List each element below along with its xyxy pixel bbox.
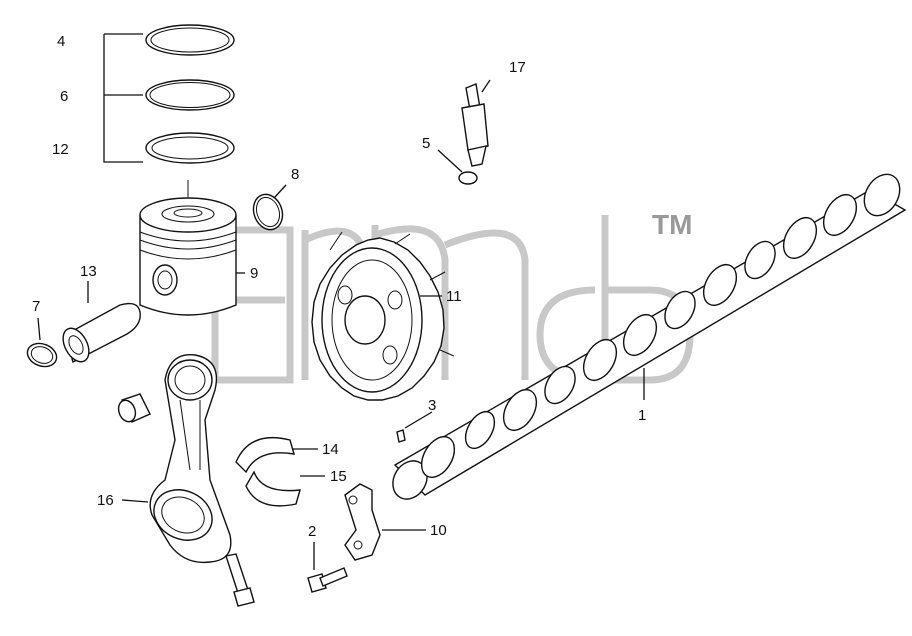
fuel-injector [461, 83, 489, 167]
trademark-mark: TM [652, 209, 692, 240]
callout-13: 13 [80, 263, 97, 280]
callout-7: 7 [32, 298, 40, 315]
rod-bolt [225, 553, 255, 607]
camshaft-gear [311, 231, 455, 401]
callout-14: 14 [322, 441, 339, 458]
callout-3: 3 [428, 397, 436, 414]
ring-group-bracket [103, 33, 143, 163]
piston-pin-retainer-upper [252, 193, 284, 231]
callout-4: 4 [57, 33, 65, 50]
callout-15: 15 [330, 468, 347, 485]
callout-12: 12 [52, 141, 69, 158]
rod-bearing-lower-shell [245, 470, 301, 507]
thrust-plate-bolt [307, 567, 348, 593]
piston-ring-top [145, 24, 235, 56]
callout-1: 1 [638, 407, 646, 424]
callout-10: 10 [430, 522, 447, 539]
callout-16: 16 [97, 492, 114, 509]
dowel-pin [396, 429, 406, 443]
camshaft [392, 173, 907, 500]
callout-2: 2 [308, 523, 316, 540]
callout-5: 5 [422, 135, 430, 152]
callout-labels: 4 6 12 8 9 13 7 11 17 5 1 3 14 15 16 10 … [32, 33, 646, 540]
piston [139, 180, 237, 316]
piston-pin [62, 302, 141, 364]
piston-ring-middle [145, 79, 235, 111]
callout-17: 17 [509, 59, 526, 76]
callout-11: 11 [446, 288, 462, 305]
callout-6: 6 [60, 88, 68, 105]
small-end-bushing [117, 393, 151, 423]
camshaft-thrust-plate [344, 483, 381, 561]
rod-bearing-upper-shell [235, 436, 295, 474]
piston-pin-retainer-lower [26, 342, 58, 368]
callout-9: 9 [250, 265, 258, 282]
injector-seal [458, 171, 478, 185]
connecting-rod [149, 354, 232, 564]
leader-lines [37, 79, 645, 570]
callout-8: 8 [291, 166, 299, 183]
piston-ring-oil [145, 132, 235, 164]
